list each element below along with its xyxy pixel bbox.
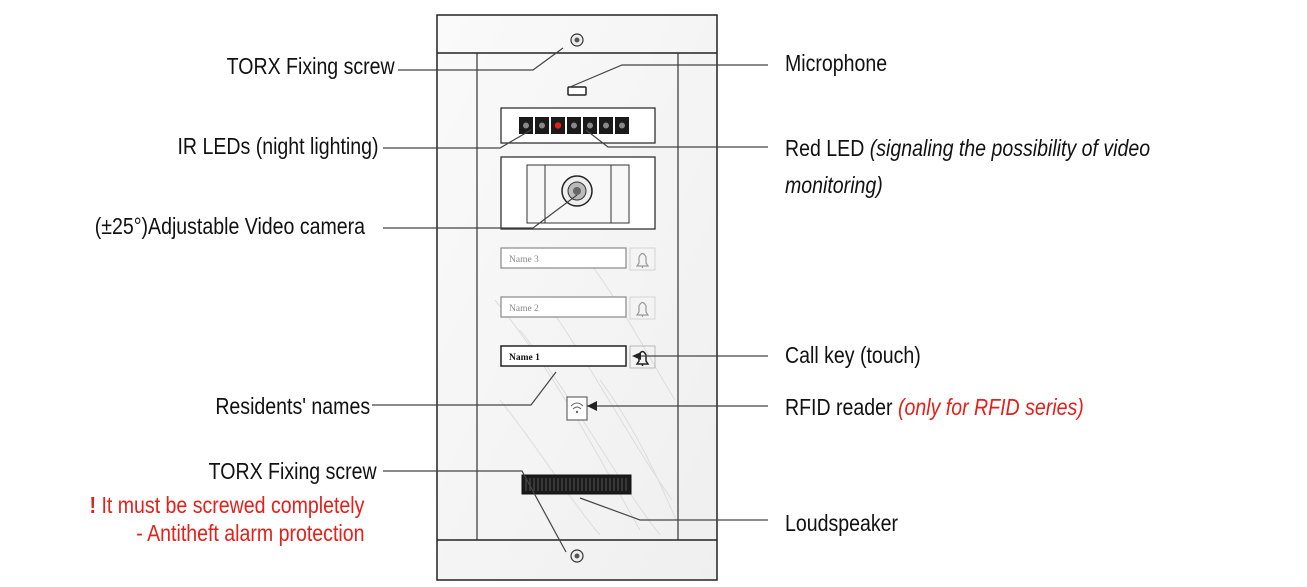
microphone-icon (567, 86, 587, 96)
ir-led-dot (603, 122, 609, 129)
torx-screw-bottom-icon (570, 549, 584, 563)
label-red-led-note-2: monitoring) (785, 172, 883, 198)
name-plate-3-label: Name 3 (509, 255, 539, 265)
ir-led-dot (619, 122, 625, 129)
arrowhead-call-key (632, 352, 641, 360)
leader-camera (383, 194, 578, 229)
label-red-led-note: (signaling the possibility of video (869, 135, 1151, 161)
loudspeaker-grille (521, 474, 632, 495)
label-rfid: RFID reader (only for RFID series) (785, 393, 1084, 421)
leader-torx-top (398, 47, 564, 71)
call-key-2-icon (629, 296, 656, 320)
leader-torx-bottom (383, 470, 567, 553)
name-plate-1-label: Name 1 (509, 353, 540, 363)
label-microphone: Microphone (785, 50, 888, 76)
warning-line-1: ! It must be screwed completely (89, 492, 364, 518)
warning-line-2: - Antitheft alarm protection (135, 520, 364, 546)
leader-ir-leds (383, 129, 532, 149)
leader-red-led (585, 129, 768, 148)
arrowhead-rfid (587, 401, 597, 411)
camera-lens-icon (561, 175, 593, 207)
label-rfid-title: RFID reader (785, 394, 893, 420)
rfid-reader-icon (566, 396, 588, 421)
name-plate-2: Name 2 (500, 296, 627, 318)
ir-led-dot (539, 122, 545, 129)
name-plate-1: Name 1 (500, 345, 627, 367)
ir-led-dot (523, 122, 529, 129)
leader-residents (372, 371, 557, 406)
leader-microphone (569, 64, 768, 88)
label-torx-top: TORX Fixing screw (226, 53, 395, 79)
label-residents: Residents' names (215, 393, 370, 419)
label-call-key: Call key (touch) (785, 342, 921, 368)
leader-loudspeaker (579, 497, 768, 521)
ir-led-dot (587, 122, 593, 129)
label-camera-prefix: (±25°) (94, 213, 148, 239)
torx-screw-top-icon (570, 33, 584, 47)
label-red-led-title: Red LED (785, 135, 865, 161)
label-loudspeaker: Loudspeaker (785, 510, 899, 536)
label-ir-leds: IR LEDs (night lighting) (176, 133, 378, 159)
label-camera-text: Adjustable Video camera (147, 213, 365, 239)
call-key-3-icon (629, 247, 656, 271)
label-red-led: Red LED (signaling the possibility of vi… (785, 134, 1150, 162)
name-plate-2-label: Name 2 (509, 304, 539, 314)
label-rfid-note: (only for RFID series) (897, 394, 1084, 420)
warning-mark: ! (89, 492, 96, 518)
name-plate-3: Name 3 (500, 247, 627, 269)
leader-lines (372, 47, 768, 553)
red-led-dot (554, 122, 562, 129)
ir-led-dot (571, 122, 577, 129)
ir-led-segments (519, 117, 629, 134)
label-torx-bottom: TORX Fixing screw (208, 458, 377, 484)
label-camera: (±25°)Adjustable Video camera (95, 212, 365, 240)
